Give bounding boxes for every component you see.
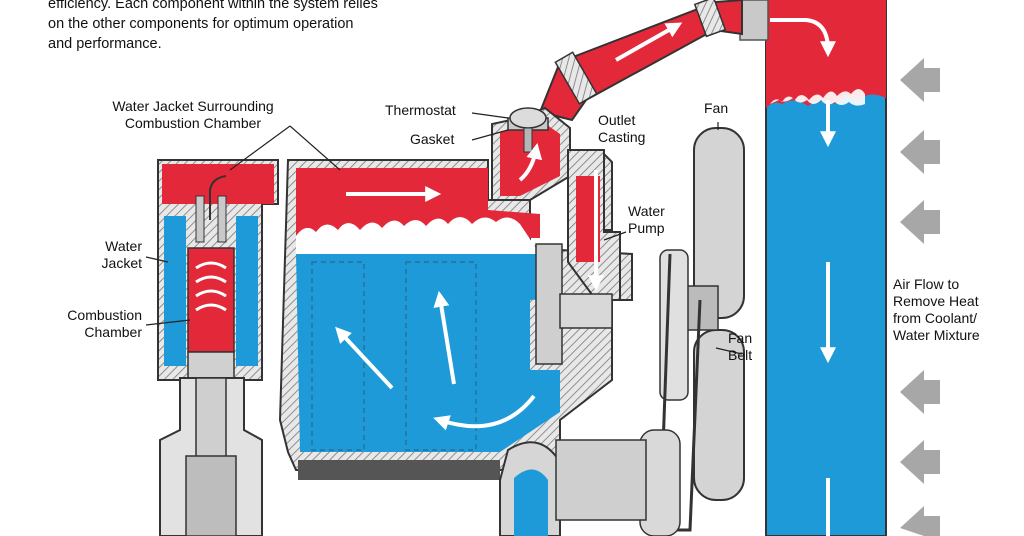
label-line: Water Jacket Surrounding: [112, 98, 274, 114]
lower-radiator-hose: [499, 439, 647, 536]
label-line: Combustion: [67, 307, 142, 323]
water-jacket-right: [236, 216, 258, 366]
hose-clamp: [693, 0, 727, 38]
intro-paragraph: efficiency. Each component within the sy…: [48, 0, 378, 54]
radiator: [739, 0, 887, 536]
air-flow-arrow: [900, 506, 940, 536]
label-line: Fan: [728, 330, 753, 346]
water-jacket-left: [164, 216, 186, 366]
intro-line: on the other components for optimum oper…: [48, 16, 354, 32]
air-flow-arrows: [900, 58, 940, 536]
fan-hub: [685, 285, 719, 331]
label-line: Jacket: [101, 255, 142, 271]
air-flow-arrow: [900, 200, 940, 244]
label-line: Air Flow to: [893, 276, 960, 292]
label-fan-belt: Fan Belt: [728, 330, 752, 364]
radiator-foam: [770, 89, 865, 106]
block-foam: [296, 217, 540, 254]
radiator-hot-section: [766, 0, 886, 108]
radiator-inlet-neck: [739, 0, 769, 41]
label-thermostat: Thermostat: [385, 102, 456, 118]
label-line: Chamber: [84, 324, 142, 340]
combustion-chamber: [187, 247, 235, 353]
label-line: Combustion Chamber: [124, 115, 262, 131]
engine-block: [278, 159, 633, 480]
label-line: Pump: [628, 220, 665, 236]
label-gasket: Gasket: [410, 131, 455, 147]
piston-head: [187, 351, 235, 379]
fan-assembly: [639, 127, 745, 536]
fan-blade-upper: [693, 127, 745, 319]
cylinder-assembly: [157, 159, 279, 536]
air-flow-arrow: [900, 130, 940, 174]
block-flow-arrow: [335, 326, 394, 390]
label-line: Belt: [728, 347, 753, 363]
hose-clamp: [554, 51, 598, 105]
alternator: [555, 439, 647, 521]
air-flow-arrow: [900, 370, 940, 414]
label-line: Remove Heat: [893, 293, 979, 309]
combustion-heat-lines: [195, 261, 227, 312]
block-flow-arrow: [433, 290, 456, 385]
label-water-jacket-surrounding: Water Jacket Surrounding Combustion Cham…: [88, 98, 298, 132]
crankshaft: [185, 455, 237, 536]
head-hot-coolant: [162, 164, 274, 204]
leader-lines: [145, 112, 743, 355]
label-air-flow: Air Flow to Remove Heat from Coolant/ Wa…: [893, 276, 980, 344]
valve-stem: [217, 195, 227, 243]
label-line: from Coolant/: [893, 310, 978, 326]
label-fan: Fan: [704, 100, 729, 116]
label-line: Water Mixture: [893, 327, 980, 343]
label-combustion-chamber: Combustion Chamber: [40, 307, 142, 341]
cylinder-bore-outline: [405, 261, 477, 451]
valve-stem: [195, 195, 205, 243]
hose-flow-arrow: [615, 22, 683, 62]
label-line: Outlet: [598, 112, 636, 128]
radiator-inlet-arrow: [770, 18, 836, 58]
air-flow-arrow: [900, 58, 940, 102]
label-line: Casting: [598, 129, 646, 145]
air-flow-arrow: [900, 440, 940, 484]
label-water-jacket: Water Jacket: [80, 238, 142, 272]
spark-plug-wire: [209, 175, 227, 220]
block-flow-arrow: [433, 394, 536, 431]
label-line: Water: [105, 238, 142, 254]
pump-shaft: [559, 293, 613, 329]
thermostat-stem: [523, 127, 533, 153]
block-cool-coolant: [296, 254, 560, 452]
thermostat-flow-arrow: [518, 142, 543, 182]
thermostat-valve: [509, 107, 547, 129]
intro-line: efficiency. Each component within the sy…: [48, 0, 378, 12]
water-pump: [535, 149, 621, 365]
pump-impeller: [535, 243, 563, 365]
label-outlet-casting: Outlet Casting: [598, 112, 645, 146]
label-line: Water: [628, 203, 665, 219]
connecting-rod: [195, 377, 227, 459]
label-water-pump: Water Pump: [628, 203, 665, 237]
block-base: [298, 460, 500, 480]
intro-line: and performance.: [48, 36, 162, 52]
